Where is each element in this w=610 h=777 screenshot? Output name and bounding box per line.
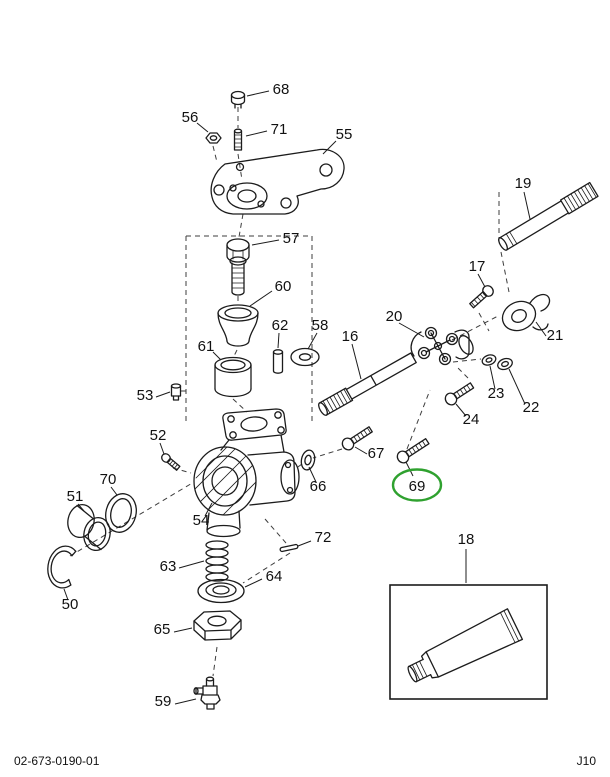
part-58-washer — [290, 347, 320, 367]
part-62-pin — [272, 349, 284, 374]
part-54-housing — [193, 408, 300, 538]
callout-21[interactable]: 21 — [547, 327, 564, 344]
callout-68[interactable]: 68 — [273, 81, 290, 98]
callout-51[interactable]: 51 — [67, 488, 84, 505]
part-72-pin — [279, 543, 299, 553]
callout-57[interactable]: 57 — [283, 230, 300, 247]
callout-59[interactable]: 59 — [155, 693, 172, 710]
callout-16[interactable]: 16 — [342, 328, 359, 345]
callout-20[interactable]: 20 — [386, 308, 403, 325]
callout-53[interactable]: 53 — [137, 387, 154, 404]
part-56-nut — [205, 132, 222, 144]
part-69-bolt — [396, 438, 430, 464]
part-59-fitting — [193, 676, 221, 710]
part-67-bolt — [341, 426, 373, 451]
grease-tube — [407, 608, 524, 683]
part-65-nut — [193, 610, 242, 641]
part-70-ring — [105, 493, 137, 533]
callout-63[interactable]: 63 — [160, 558, 177, 575]
callout-65[interactable]: 65 — [154, 621, 171, 638]
callout-67[interactable]: 67 — [368, 445, 385, 462]
page-code: J10 — [577, 754, 597, 768]
callout-71[interactable]: 71 — [271, 121, 288, 138]
part-66-washer — [300, 449, 316, 471]
part-64-seal — [197, 578, 245, 604]
callout-64[interactable]: 64 — [266, 568, 283, 585]
callout-66[interactable]: 66 — [310, 478, 327, 495]
callout-69[interactable]: 69 — [409, 478, 426, 495]
callout-62[interactable]: 62 — [272, 317, 289, 334]
part-71-stud — [233, 128, 243, 151]
leader-lines — [63, 90, 547, 705]
callout-17[interactable]: 17 — [469, 258, 486, 275]
callout-56[interactable]: 56 — [182, 109, 199, 126]
callout-60[interactable]: 60 — [275, 278, 292, 295]
part-17-bolt — [469, 285, 494, 309]
callout-72[interactable]: 72 — [315, 529, 332, 546]
callout-18[interactable]: 18 — [458, 531, 475, 548]
callout-24[interactable]: 24 — [463, 411, 480, 428]
part-23-washer — [481, 354, 497, 366]
part-68-bolt — [230, 90, 246, 109]
part-21-yoke — [501, 293, 551, 332]
part-52-bolt — [161, 453, 181, 471]
callout-19[interactable]: 19 — [515, 175, 532, 192]
part-20-ujoint — [410, 326, 474, 366]
part-63-spring — [205, 540, 229, 582]
callout-50[interactable]: 50 — [62, 596, 79, 613]
highlight-ring — [391, 468, 443, 502]
part-61-bushing — [214, 356, 252, 398]
part-60-seal — [217, 304, 259, 347]
part-57-bolt — [226, 238, 250, 296]
part-51-bushing — [67, 503, 111, 552]
callout-61[interactable]: 61 — [198, 338, 215, 355]
part-53-plug — [170, 383, 182, 401]
callout-52[interactable]: 52 — [150, 427, 167, 444]
construction-lines — [69, 107, 510, 677]
part-50-snap-ring — [47, 545, 77, 589]
callout-22[interactable]: 22 — [523, 399, 540, 416]
callout-70[interactable]: 70 — [100, 471, 117, 488]
callout-58[interactable]: 58 — [312, 317, 329, 334]
callout-55[interactable]: 55 — [336, 126, 353, 143]
doc-number: 02-673-0190-01 — [14, 754, 100, 768]
part-18-box — [389, 584, 548, 700]
part-55-bracket — [210, 148, 345, 215]
part-22-washer — [497, 357, 513, 371]
part-16-shaft — [318, 352, 417, 416]
callout-23[interactable]: 23 — [488, 385, 505, 402]
part-19-shaft — [498, 181, 599, 251]
part-24-bolt — [444, 382, 475, 406]
callout-54[interactable]: 54 — [193, 512, 210, 529]
